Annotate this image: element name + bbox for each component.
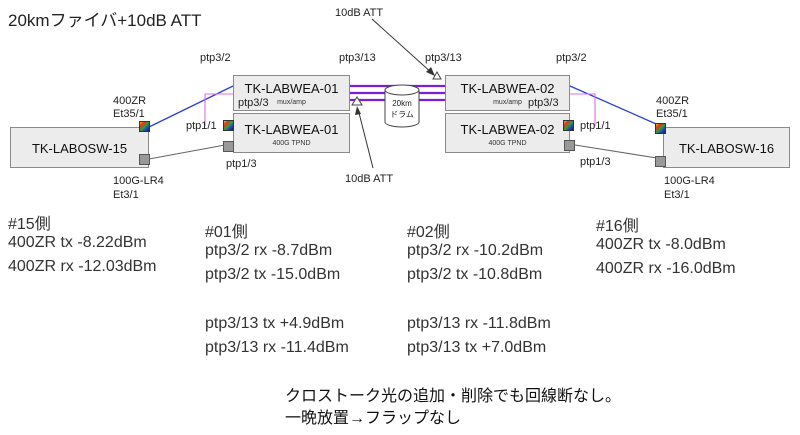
meas-01-line: ptp3/2 rx -8.7dBm: [205, 242, 333, 259]
page-title: 20kmファイバ+10dB ATT: [8, 11, 202, 30]
link-lr4-left: [148, 144, 226, 160]
drum-label-length: 20km: [392, 99, 412, 108]
device-wea01-mux-name: TK-LABWEA-01: [244, 81, 339, 96]
label-right-et35: Et35/1: [656, 108, 688, 120]
device-wea02-tpnd[interactable]: TK-LABWEA-02 400G TPND: [445, 113, 570, 153]
link-400zr-left: [148, 85, 234, 128]
meas-02-line: ptp3/13 tx +7.0dBm: [407, 339, 547, 356]
meas-15-line: 400ZR rx -12.03dBm: [8, 258, 157, 275]
meas-16-line: 400ZR rx -16.0dBm: [596, 260, 736, 277]
meas-02-line: ptp3/2 tx -10.8dBm: [407, 266, 543, 283]
meas-01-line: ptp3/13 tx +4.9dBm: [205, 315, 345, 332]
sw15-400zr-sfp-icon: [139, 121, 150, 132]
label-left-ptp3-13: ptp3/13: [339, 52, 376, 64]
att-top-label: 10dB ATT: [335, 7, 384, 19]
arrow-bottom: [357, 108, 374, 169]
meas-01-heading: #01側: [205, 224, 248, 241]
label-right-ptp3-13: ptp3/13: [425, 52, 462, 64]
device-wea01-tpnd-name: TK-LABWEA-01: [244, 122, 339, 137]
device-wea02-tpnd-sub: 400G TPND: [488, 140, 527, 147]
label-left-ptp1-3: ptp1/3: [226, 158, 257, 170]
sw15-lr4-port-icon: [139, 154, 150, 165]
label-left-400zr: 400ZR: [113, 95, 147, 107]
attenuator-bottom-icon: [351, 96, 363, 106]
device-wea01-mux-sub: mux/amp: [277, 99, 306, 106]
link-400zr-right: [569, 85, 664, 128]
label-right-et3: Et3/1: [664, 189, 690, 201]
label-right-ptp1-1: ptp1/1: [580, 120, 611, 132]
label-left-et3: Et3/1: [113, 189, 139, 201]
device-wea01-mux[interactable]: TK-LABWEA-01 mux/amp: [233, 75, 350, 111]
label-right-400zr: 400ZR: [656, 95, 690, 107]
device-sw16[interactable]: TK-LABOSW-16: [663, 127, 790, 168]
meas-01-line: ptp3/13 rx -11.4dBm: [205, 339, 349, 356]
arrow-top: [371, 18, 434, 75]
meas-01-line: ptp3/2 tx -15.0dBm: [205, 266, 341, 283]
device-wea02-mux-name: TK-LABWEA-02: [460, 81, 555, 96]
label-right-ptp3-2: ptp3/2: [556, 52, 587, 64]
sw16-400zr-sfp-icon: [655, 123, 666, 134]
link-lr4-right: [574, 144, 664, 160]
sw16-lr4-port-icon: [655, 156, 666, 167]
device-wea01-tpnd-sub: 400G TPND: [272, 140, 311, 147]
meas-16-heading: #16側: [596, 218, 639, 235]
drum-icon: [384, 84, 420, 128]
meas-15-line: 400ZR tx -8.22dBm: [8, 234, 147, 251]
device-sw15-name: TK-LABOSW-15: [31, 141, 128, 156]
device-wea01-tpnd[interactable]: TK-LABWEA-01 400G TPND: [233, 113, 350, 153]
device-wea02-mux-sub: mux/amp: [493, 99, 522, 106]
label-right-ptp1-3: ptp1/3: [580, 156, 611, 168]
drum-label-name: ドラム: [390, 110, 414, 119]
note-line-2: 一晩放置→フラップなし: [285, 410, 462, 427]
label-right-lr4: 100G-LR4: [664, 175, 715, 187]
att-bottom-label: 10dB ATT: [345, 173, 394, 185]
meas-02-line: ptp3/13 rx -11.8dBm: [407, 315, 551, 332]
arrowhead-top-icon: [426, 67, 435, 76]
label-right-ptp3-3: ptp3/3: [528, 97, 559, 109]
device-wea02-mux[interactable]: TK-LABWEA-02 mux/amp: [445, 75, 570, 111]
wea01-ptp1-3-port-icon: [223, 141, 234, 152]
device-sw16-name: TK-LABOSW-16: [678, 141, 775, 156]
note-line-1: クロストーク光の追加・削除でも回線断なし。: [285, 388, 622, 405]
meas-02-line: ptp3/2 rx -10.2dBm: [407, 242, 544, 259]
patch-right: [570, 93, 596, 126]
device-sw15[interactable]: TK-LABOSW-15: [10, 127, 149, 168]
meas-15-heading: #15側: [8, 216, 51, 233]
device-wea02-tpnd-name: TK-LABWEA-02: [460, 122, 555, 137]
patch-left: [204, 93, 233, 126]
label-left-lr4: 100G-LR4: [113, 175, 164, 187]
attenuator-top-icon: [432, 70, 442, 80]
wea02-ptp1-3-port-icon: [564, 140, 575, 151]
wea02-ptp1-1-sfp-icon: [563, 120, 574, 131]
label-left-ptp3-2: ptp3/2: [200, 52, 231, 64]
label-left-et35: Et35/1: [113, 108, 145, 120]
wea01-ptp1-1-sfp-icon: [223, 120, 234, 131]
meas-02-heading: #02側: [407, 224, 450, 241]
label-left-ptp1-1: ptp1/1: [186, 120, 217, 132]
meas-16-line: 400ZR tx -8.0dBm: [596, 236, 726, 253]
label-left-ptp3-3: ptp3/3: [238, 97, 269, 109]
arrowhead-bottom-icon: [355, 106, 361, 115]
